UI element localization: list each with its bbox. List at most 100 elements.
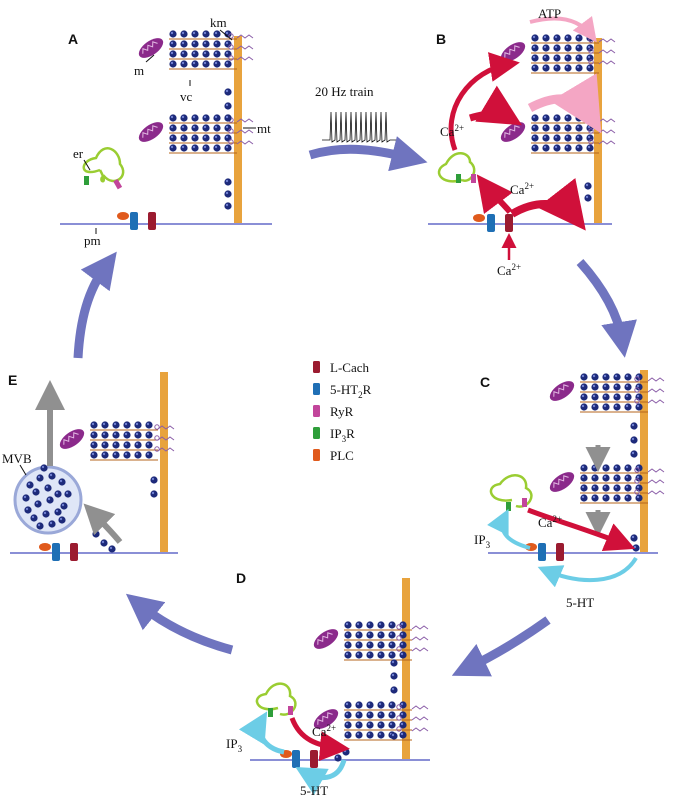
vesicle-highlight: [565, 65, 569, 69]
vesicle-highlight: [603, 465, 607, 469]
legend-label: IP3R: [330, 426, 355, 444]
kinesin-head: [396, 726, 402, 732]
vesicle-highlight: [625, 495, 629, 499]
synaptic-vesicle: [635, 494, 643, 502]
5ht2-receptor: [52, 543, 60, 561]
synaptic-vesicle: [531, 124, 539, 132]
panel-label-a: A: [68, 31, 78, 47]
synaptic-vesicle: [584, 88, 592, 96]
synaptic-vesicle: [224, 88, 232, 96]
panel-label-d: D: [236, 570, 246, 586]
vesicle-highlight: [400, 712, 404, 716]
ca-arrow-to-mito-top: [448, 52, 520, 151]
l-type-ca-channel: [148, 212, 156, 230]
synaptic-vesicle: [169, 40, 177, 48]
vesicle-highlight: [225, 51, 229, 55]
synaptic-vesicle: [213, 124, 221, 132]
vesicle-highlight: [345, 642, 349, 646]
vesicle-highlight: [367, 702, 371, 706]
synaptic-vesicle: [191, 134, 199, 142]
vesicle-cluster-top: [138, 30, 254, 70]
synaptic-vesicle: [388, 641, 396, 649]
synaptic-vesicle: [169, 134, 177, 142]
vesicle-highlight: [146, 442, 150, 446]
synaptic-vesicle: [564, 114, 572, 122]
vesicle-highlight: [378, 722, 382, 726]
panel-d: Ca2+ IP3 5-HT: [226, 578, 430, 798]
vesicle-highlight: [391, 733, 395, 737]
vesicle-highlight: [581, 475, 585, 479]
synaptic-vesicle: [553, 144, 561, 152]
endoplasmic-reticulum: [489, 474, 533, 508]
er-pointer: [83, 159, 91, 171]
kinesin-motor: [598, 118, 616, 123]
l-type-ca-channel: [310, 750, 318, 768]
cycle-arrow-d-to-e: [125, 593, 234, 655]
synaptic-vesicle: [377, 621, 385, 629]
synaptic-vesicle: [224, 124, 232, 132]
synaptic-vesicle: [613, 393, 621, 401]
cycle-arrow-e-to-a: [73, 251, 117, 359]
vesicle-cluster-mid: [138, 114, 254, 154]
vesicle-highlight: [225, 203, 229, 207]
vesicle-highlight: [587, 55, 591, 59]
vesicle-highlight: [592, 374, 596, 378]
mitochondrion-body: [549, 472, 575, 492]
vesicle-highlight: [367, 652, 371, 656]
kinesin-head: [634, 478, 640, 484]
synaptic-vesicle: [388, 631, 396, 639]
synaptic-vesicle: [191, 30, 199, 38]
vesicle-highlight: [581, 394, 585, 398]
kinesin-head: [396, 635, 402, 641]
vesicle-highlight: [356, 702, 360, 706]
kinesin-motor: [598, 49, 616, 54]
legend-swatch: [313, 405, 320, 417]
free-vesicles: [92, 476, 158, 553]
synaptic-vesicle: [542, 114, 550, 122]
vesicle-highlight: [554, 115, 558, 119]
legend-label: PLC: [330, 448, 354, 463]
synaptic-vesicle: [630, 450, 638, 458]
synaptic-vesicle: [213, 50, 221, 58]
vesicle-highlight: [203, 135, 207, 139]
microtubule: [640, 370, 648, 552]
vesicle-highlight: [345, 622, 349, 626]
vesicle-highlight: [345, 722, 349, 726]
vesicle-highlight: [378, 652, 382, 656]
mitochondrion-body: [500, 122, 526, 142]
synaptic-vesicle: [584, 182, 592, 190]
vesicle-highlight: [603, 384, 607, 388]
vesicle-highlight: [192, 61, 196, 65]
synaptic-vesicle: [366, 631, 374, 639]
vesicle-highlight: [225, 89, 229, 93]
synaptic-vesicle: [575, 134, 583, 142]
vesicle-highlight: [335, 755, 339, 759]
synaptic-vesicle: [46, 496, 54, 504]
legend-swatch: [313, 449, 320, 461]
kinesin-motor: [236, 140, 254, 145]
vesicle-highlight: [192, 31, 196, 35]
vesicle-highlight: [631, 437, 635, 441]
vesicle-highlight: [389, 702, 393, 706]
synaptic-vesicle: [576, 217, 584, 225]
vesicle-highlight: [576, 145, 580, 149]
kinesin-motor: [157, 425, 175, 430]
vesicle-highlight: [614, 485, 618, 489]
vesicle-highlight: [345, 732, 349, 736]
vesicle-highlight: [345, 712, 349, 716]
vesicle-highlight: [625, 465, 629, 469]
synaptic-vesicle: [586, 44, 594, 52]
vesicle-highlight: [576, 45, 580, 49]
vesicle-highlight: [35, 501, 39, 505]
synaptic-vesicle: [377, 711, 385, 719]
vesicle-highlight: [576, 135, 580, 139]
ryanodine-receptor: [288, 706, 293, 715]
synaptic-vesicle: [344, 651, 352, 659]
vesicle-highlight: [581, 384, 585, 388]
mitochondrion-cristae: [142, 41, 158, 54]
vesicle-highlight: [356, 642, 360, 646]
kinesin-head: [588, 59, 594, 65]
synaptic-vesicle: [202, 114, 210, 122]
vesicle-highlight: [170, 41, 174, 45]
km-pointer: [219, 29, 233, 41]
